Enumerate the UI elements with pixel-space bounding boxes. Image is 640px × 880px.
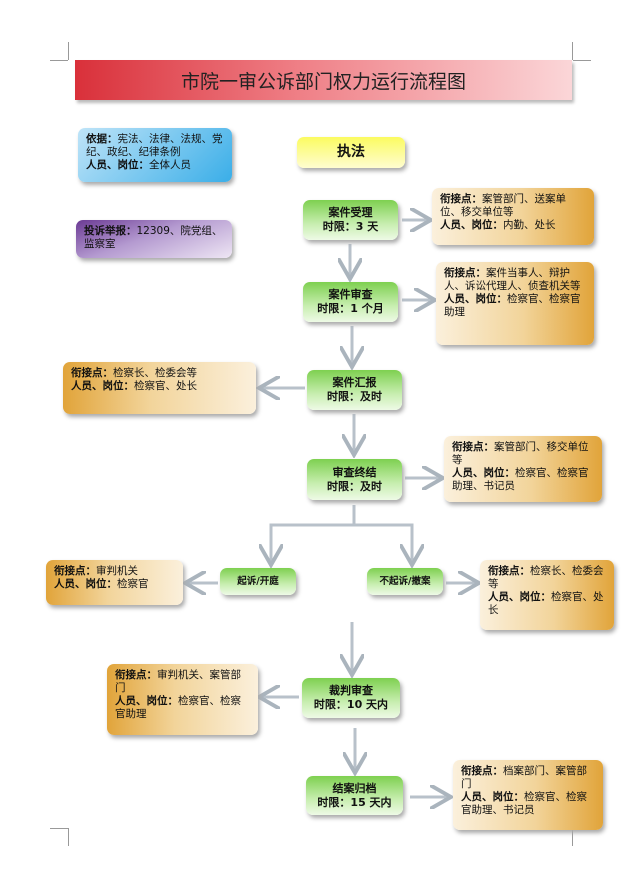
link-label: 衔接点： (440, 193, 482, 205)
link-label: 衔接点： (54, 565, 96, 577)
staff-label: 人员、岗位： (54, 578, 117, 590)
step-box: 案件审查时限：1 个月 (303, 282, 398, 322)
link-text: 检察长、检委会等 (113, 367, 197, 379)
crop-mark (50, 828, 68, 829)
crop-mark (573, 60, 591, 61)
staff-text: 检察官、检察官助理、书记员 (461, 791, 587, 816)
basis-text: 宪法、法律、法规、党纪、政纪、纪律条例 (86, 133, 223, 158)
staff-label: 人员、岗位： (461, 791, 524, 803)
crop-mark (572, 42, 573, 60)
basis-box: 依据：宪法、法律、法规、党纪、政纪、纪律条例 人员、岗位：全体人员 (78, 128, 232, 182)
link-label: 衔接点： (115, 669, 157, 681)
crop-mark (50, 60, 68, 61)
link-note-box: 衔接点：案管部门、移交单位等人员、岗位：检察官、检察官助理、书记员 (444, 436, 602, 502)
step-box: 不起诉/撤案 (367, 568, 443, 595)
staff-text: 检察官、处长 (134, 380, 197, 392)
link-note-box: 衔接点：审判机关人员、岗位：检察官 (46, 560, 183, 605)
link-note-box: 衔接点：审判机关、案管部门人员、岗位：检察官、检察官助理 (107, 664, 258, 735)
arrow-branch-left (271, 505, 356, 562)
step-name: 审查终结 (332, 465, 377, 479)
step-box: 起诉/开庭 (220, 568, 296, 595)
link-label: 衔接点： (488, 565, 530, 577)
staff-text: 检察官、检察官助理、书记员 (452, 467, 589, 492)
step-name: 不起诉/撤案 (379, 575, 431, 587)
step-box: 裁判审查时限：10 天内 (302, 678, 400, 718)
complaint-box: 投诉举报：12309、院党组、监察室 (76, 220, 232, 258)
step-name: 起诉/开庭 (237, 575, 279, 587)
link-label: 衔接点： (461, 765, 503, 777)
crop-mark (572, 828, 573, 846)
step-limit: 时限：及时 (327, 390, 382, 403)
staff-label: 人员、岗位： (452, 467, 515, 479)
link-text: 检察长、检委会等 (488, 565, 604, 590)
step-name: 案件审查 (328, 288, 373, 301)
step-name: 案件汇报 (332, 376, 377, 389)
staff-label: 人员、岗位： (115, 695, 178, 707)
link-note-box: 衔接点：检察长、检委会等人员、岗位：检察官、处长 (63, 362, 256, 414)
link-note-box: 衔接点：案件当事人、辩护人、诉讼代理人、侦查机关等人员、岗位：检察官、检察官助理 (436, 262, 594, 345)
step-limit: 时限：10 天内 (313, 698, 389, 711)
complaint-label: 投诉举报： (84, 225, 137, 237)
step-limit: 时限：3 天 (322, 220, 379, 233)
staff-text: 内勤、处长 (503, 219, 556, 231)
staff-text: 检察官、检察官助理 (115, 695, 241, 720)
basis-label: 依据： (86, 133, 118, 145)
staff-label: 人员、岗位： (488, 591, 551, 603)
staff-text: 检察官 (117, 578, 149, 590)
link-note-box: 衔接点：案管部门、送案单位、移交单位等人员、岗位：内勤、处长 (432, 188, 594, 245)
link-text: 案管部门、移交单位等 (452, 441, 589, 466)
link-text: 审判机关 (96, 565, 138, 577)
step-limit: 时限：15 天内 (317, 795, 392, 809)
staff-label: 人员、岗位： (71, 380, 134, 392)
step-name: 案件受理 (328, 206, 373, 219)
staff-text: 全体人员 (149, 159, 191, 171)
enforce-box: 执法 (297, 137, 405, 168)
step-name: 裁判审查 (329, 684, 373, 697)
step-name: 结案归档 (332, 781, 377, 795)
staff-label: 人员、岗位： (86, 159, 149, 171)
step-limit: 时限：及时 (327, 479, 382, 493)
step-box: 审查终结时限：及时 (307, 459, 402, 500)
staff-label: 人员、岗位： (444, 293, 507, 305)
link-note-box: 衔接点：档案部门、案管部门人员、岗位：检察官、检察官助理、书记员 (453, 760, 603, 830)
step-box: 案件受理时限：3 天 (303, 200, 398, 240)
link-label: 衔接点： (71, 367, 113, 379)
step-box: 结案归档时限：15 天内 (306, 776, 403, 815)
link-text: 案管部门、送案单位、移交单位等 (440, 193, 566, 218)
link-text: 案件当事人、辩护人、诉讼代理人、侦查机关等 (444, 267, 581, 292)
complaint-text: 12309、院党组、监察室 (84, 225, 223, 250)
link-text: 档案部门、案管部门 (461, 765, 587, 790)
crop-mark (68, 42, 69, 60)
arrow-branch-right (354, 523, 412, 562)
link-text: 审判机关、案管部门 (115, 669, 241, 694)
staff-text: 检察官、处长 (488, 591, 604, 616)
step-limit: 时限：1 个月 (317, 302, 384, 315)
link-label: 衔接点： (444, 267, 486, 279)
step-box: 案件汇报时限：及时 (307, 370, 402, 410)
staff-text: 检察官、检察官助理 (444, 293, 581, 318)
crop-mark (68, 828, 69, 846)
page-title: 市院一审公诉部门权力运行流程图 (75, 60, 572, 100)
link-note-box: 衔接点：检察长、检委会等人员、岗位：检察官、处长 (480, 560, 614, 630)
link-label: 衔接点： (452, 441, 494, 453)
staff-label: 人员、岗位： (440, 219, 503, 231)
